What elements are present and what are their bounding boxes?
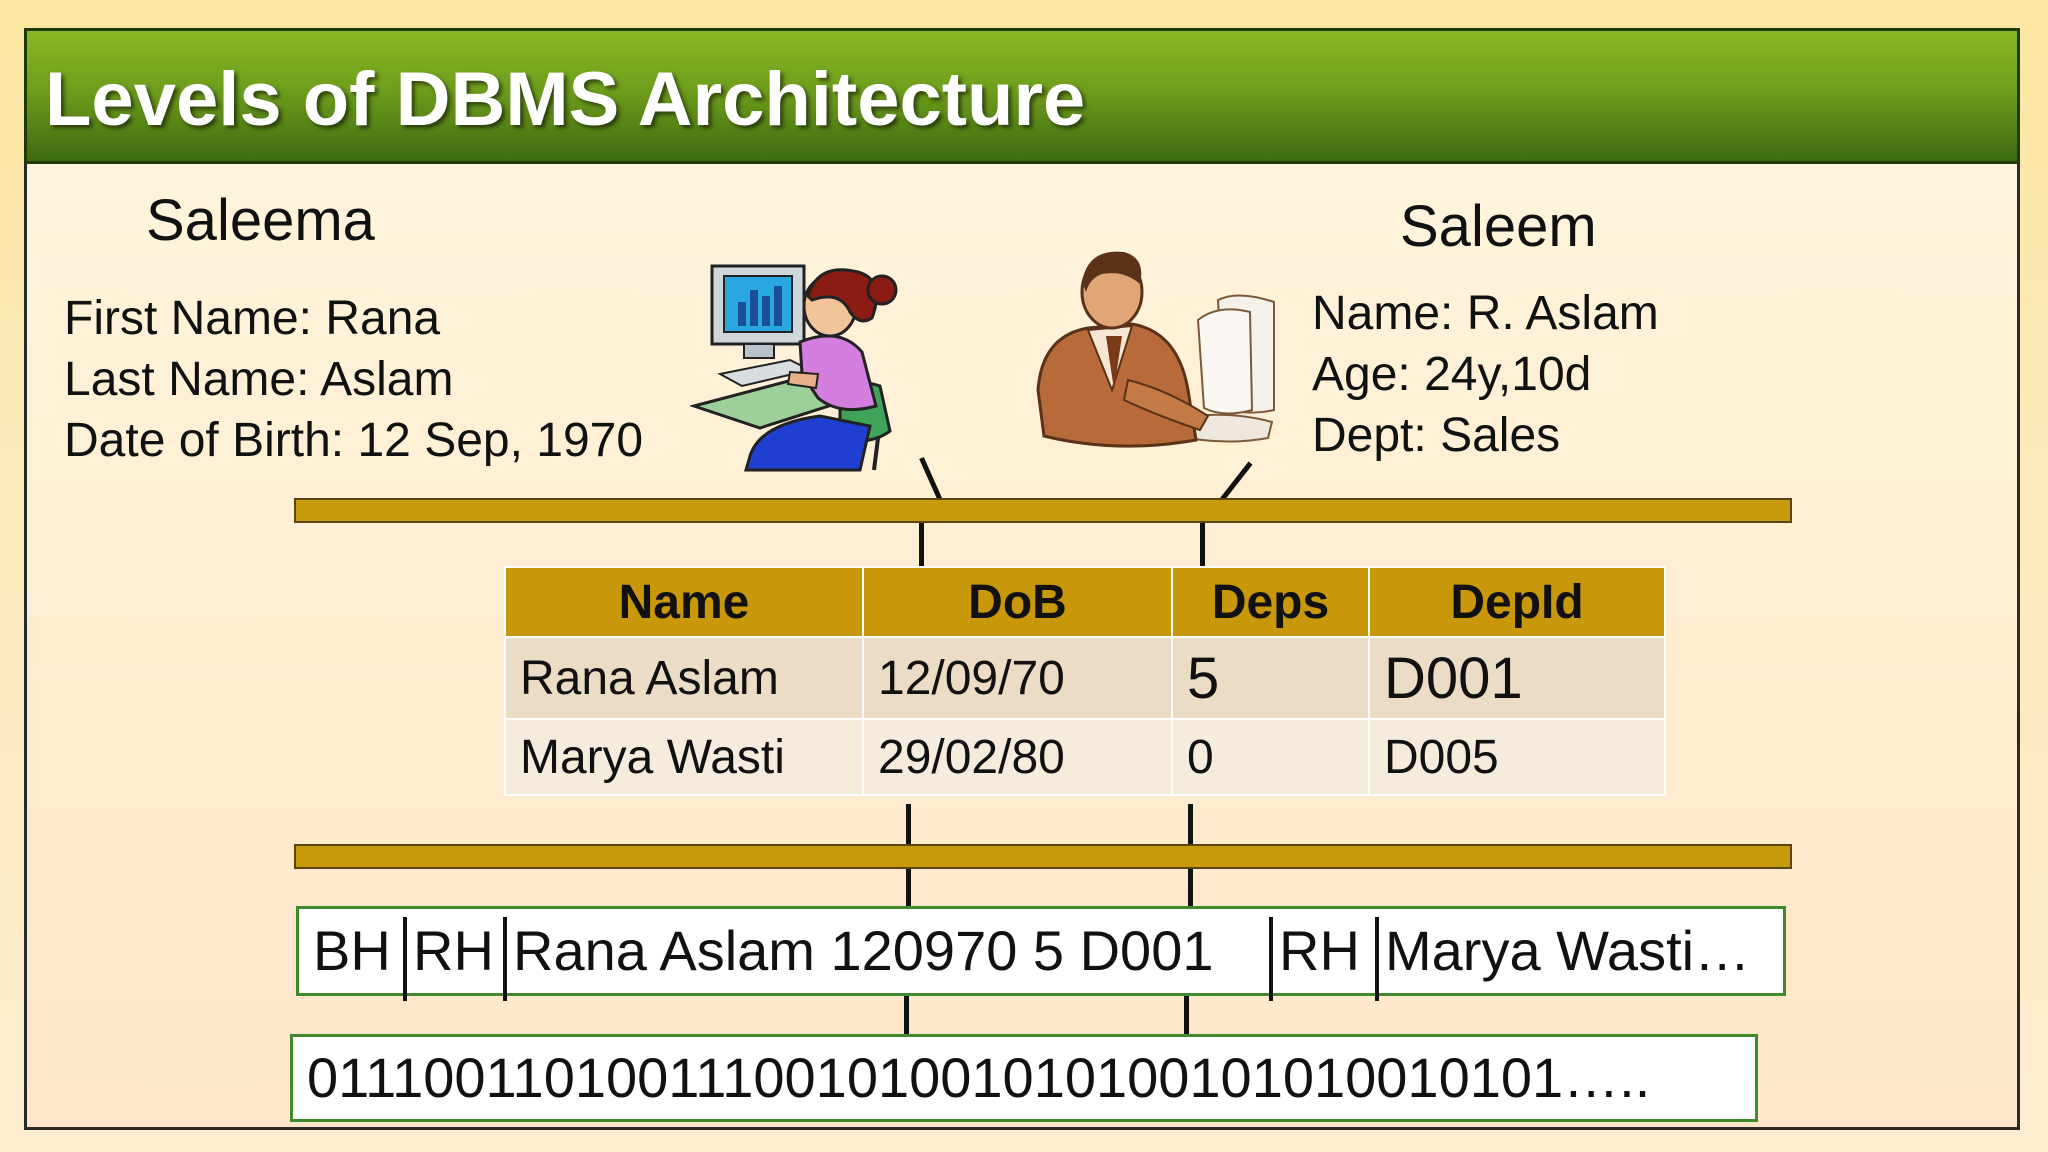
right-user-line-2: Age: 24y,10d xyxy=(1312,348,1592,401)
table-cell: Marya Wasti xyxy=(504,718,864,796)
table-cell: D005 xyxy=(1368,718,1666,796)
physical-bit-stream: 0111001101001110010100101010010101001010… xyxy=(290,1034,1758,1122)
header-dob: DoB xyxy=(862,566,1173,638)
table-cell: 12/09/70 xyxy=(862,636,1173,720)
connector-line xyxy=(906,869,911,909)
table-cell: 0 xyxy=(1171,718,1370,796)
right-user-line-3: Dept: Sales xyxy=(1312,409,1561,462)
record-separator xyxy=(503,917,507,1001)
record-field: RH xyxy=(413,919,494,982)
record-field: BH xyxy=(313,919,391,982)
conceptual-table: Name DoB Deps DepId Rana Aslam 12/09/70 … xyxy=(504,566,1666,796)
table-cell: D001 xyxy=(1368,636,1666,720)
internal-record: BH RH Rana Aslam 120970 5 D001 RH Marya … xyxy=(296,906,1786,1001)
slide-title: Levels of DBMS Architecture xyxy=(45,57,1086,142)
record-separator xyxy=(1269,917,1273,1001)
connector-line xyxy=(1184,996,1189,1034)
table-row: Rana Aslam 12/09/70 5 D001 xyxy=(504,636,1666,720)
external-conceptual-bus xyxy=(294,498,1792,523)
slide-title-bar: Levels of DBMS Architecture xyxy=(24,28,2020,164)
connector-line xyxy=(1200,523,1205,566)
record-field: RH xyxy=(1279,919,1360,982)
record-field: Marya Wasti… xyxy=(1385,919,1751,982)
connector-line xyxy=(904,996,909,1034)
connector-line xyxy=(1188,869,1193,909)
table-cell: Rana Aslam xyxy=(504,636,864,720)
man-at-computer-icon xyxy=(1036,251,1275,448)
left-user-line-2: Last Name: Aslam xyxy=(64,353,454,406)
conceptual-internal-bus xyxy=(294,844,1792,869)
table-row: Marya Wasti 29/02/80 0 D005 xyxy=(504,718,1666,796)
table-cell: 29/02/80 xyxy=(862,718,1173,796)
record-separator xyxy=(403,917,407,1001)
record-separator xyxy=(1375,917,1379,1001)
table-header-row: Name DoB Deps DepId xyxy=(504,566,1666,638)
connector-line xyxy=(906,804,911,844)
table-cell: 5 xyxy=(1171,636,1370,720)
left-user-name: Saleema xyxy=(146,188,375,253)
header-name: Name xyxy=(504,566,864,638)
right-user-line-1: Name: R. Aslam xyxy=(1312,287,1659,340)
left-user-line-3: Date of Birth: 12 Sep, 1970 xyxy=(64,414,644,467)
connector-line xyxy=(919,523,924,566)
left-user-line-1: First Name: Rana xyxy=(64,292,441,345)
header-deps: Deps xyxy=(1171,566,1370,638)
record-field: Rana Aslam 120970 5 D001 xyxy=(513,919,1214,982)
connector-line xyxy=(1188,804,1193,844)
woman-at-computer-icon xyxy=(690,264,898,472)
header-depid: DepId xyxy=(1368,566,1666,638)
right-user-name: Saleem xyxy=(1400,194,1597,259)
